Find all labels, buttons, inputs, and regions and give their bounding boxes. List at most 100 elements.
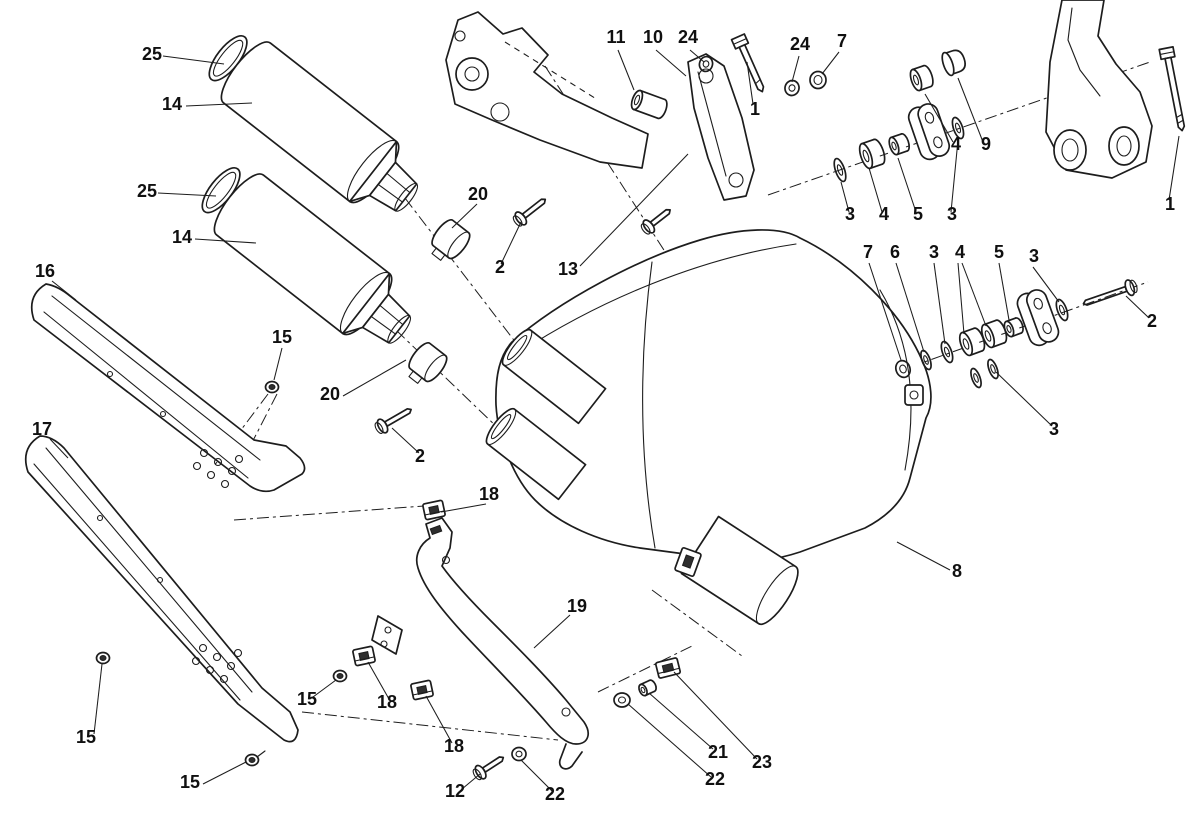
callout-15-d: 15	[180, 772, 200, 792]
frame-right	[1045, 0, 1153, 179]
clip-18-a	[422, 499, 446, 521]
bracket-19	[371, 517, 589, 770]
callout-1-top: 1	[750, 99, 760, 119]
callout-4-b: 4	[879, 204, 889, 224]
callout-14-upper: 14	[162, 94, 182, 114]
callout-4-c: 4	[955, 242, 965, 262]
callout-15-c: 15	[297, 689, 317, 709]
mount-hardware-lower	[894, 279, 1138, 389]
callout-12: 12	[445, 781, 465, 801]
vibration-mount-lower	[1016, 289, 1060, 347]
vibration-mount-upper	[907, 103, 951, 161]
callout-22-b: 22	[705, 769, 725, 789]
callout-2-c: 2	[415, 446, 425, 466]
callout-3-a: 3	[845, 204, 855, 224]
spacer-21	[638, 679, 657, 697]
callout-18-a: 18	[479, 484, 499, 504]
callout-23: 23	[752, 752, 772, 772]
washer-3-c	[940, 340, 954, 364]
washer-3-d	[1055, 298, 1069, 322]
muffler-outlet	[680, 515, 799, 626]
washer-6	[920, 349, 932, 371]
silencer-sleeve-upper	[220, 41, 419, 212]
bolt-1-top	[730, 33, 765, 93]
callout-7-top: 7	[837, 31, 847, 51]
callout-11: 11	[606, 27, 625, 47]
clip-23	[654, 657, 682, 679]
callout-10: 10	[643, 27, 663, 47]
callout-3-d: 3	[1029, 246, 1039, 266]
clamp-20-lower	[408, 342, 448, 384]
muffler-body	[495, 229, 932, 563]
washer-3-f	[987, 358, 999, 380]
spacer-5-b	[1003, 317, 1024, 338]
muffler-inlet-lower	[485, 407, 587, 501]
callout-2-b: 2	[1147, 311, 1157, 331]
callout-4-top: 4	[951, 134, 961, 154]
washer-3-e	[970, 367, 982, 389]
screw-12	[472, 756, 505, 781]
screw-2-muffler	[374, 407, 412, 434]
callout-24-left: 24	[678, 27, 698, 47]
callout-24-right: 24	[790, 34, 810, 54]
grommet-4-a	[858, 138, 886, 170]
nut-15-c	[95, 651, 111, 665]
grommet-4-b	[909, 64, 934, 92]
mount-hardware-upper	[833, 49, 966, 183]
clamp-20-upper	[431, 219, 471, 261]
bolt-1-right	[1158, 45, 1186, 132]
washer-22-b	[613, 692, 631, 708]
callout-1-right: 1	[1165, 194, 1175, 214]
callout-15-b: 15	[76, 727, 96, 747]
screw-2-bracket	[640, 208, 671, 235]
callout-8: 8	[952, 561, 962, 581]
callout-25-upper: 25	[142, 44, 162, 64]
muffler-inlet-upper	[501, 328, 607, 425]
callout-7-b: 7	[863, 242, 873, 262]
callout-3-e: 3	[1049, 419, 1059, 439]
washer-24-left	[698, 55, 714, 73]
callout-20-upper: 20	[468, 184, 488, 204]
clip-18-c	[410, 679, 434, 701]
frame-bracket	[445, 11, 649, 169]
clip-18-b	[352, 645, 376, 667]
bracket-10-13	[687, 53, 755, 201]
screw-2-right	[1082, 279, 1138, 306]
silencer-sleeve-lower	[213, 173, 412, 344]
callout-14-lower: 14	[172, 227, 192, 247]
muffler-mount-tab-right	[904, 384, 924, 406]
callout-13: 13	[558, 259, 578, 279]
washer-3-a	[833, 157, 847, 183]
callouts: 25 14 25 14 16 17 11 10 24 1 24 7 4 9 3 …	[32, 27, 1175, 804]
callout-21: 21	[708, 742, 728, 762]
callout-3-c: 3	[929, 242, 939, 262]
nut-15-b	[332, 669, 348, 683]
callout-5-a: 5	[913, 204, 923, 224]
callout-18-c: 18	[444, 736, 464, 756]
grommet-4-d	[980, 319, 1008, 349]
callout-22-a: 22	[545, 784, 565, 804]
cap-9	[941, 49, 966, 77]
nut-7-top	[809, 70, 827, 90]
nut-15-a	[264, 380, 280, 394]
construction-lines	[213, 61, 1151, 741]
leader-lines	[49, 49, 1180, 792]
callout-15-a: 15	[272, 327, 292, 347]
washer-24-right	[784, 79, 800, 97]
callout-3-b: 3	[947, 204, 957, 224]
muffler-mount-tab-bottom	[674, 547, 702, 577]
heat-guard-17	[24, 435, 299, 743]
washer-22-a	[511, 746, 527, 762]
callout-18-b: 18	[377, 692, 397, 712]
washer-3-b	[951, 116, 965, 140]
callout-19: 19	[567, 596, 587, 616]
callout-20-lower: 20	[320, 384, 340, 404]
callout-9: 9	[981, 134, 991, 154]
screw-15-d	[244, 750, 266, 767]
callout-6: 6	[890, 242, 900, 262]
heat-guard-16	[30, 283, 306, 493]
callout-5-b: 5	[994, 242, 1004, 262]
callout-16: 16	[35, 261, 55, 281]
